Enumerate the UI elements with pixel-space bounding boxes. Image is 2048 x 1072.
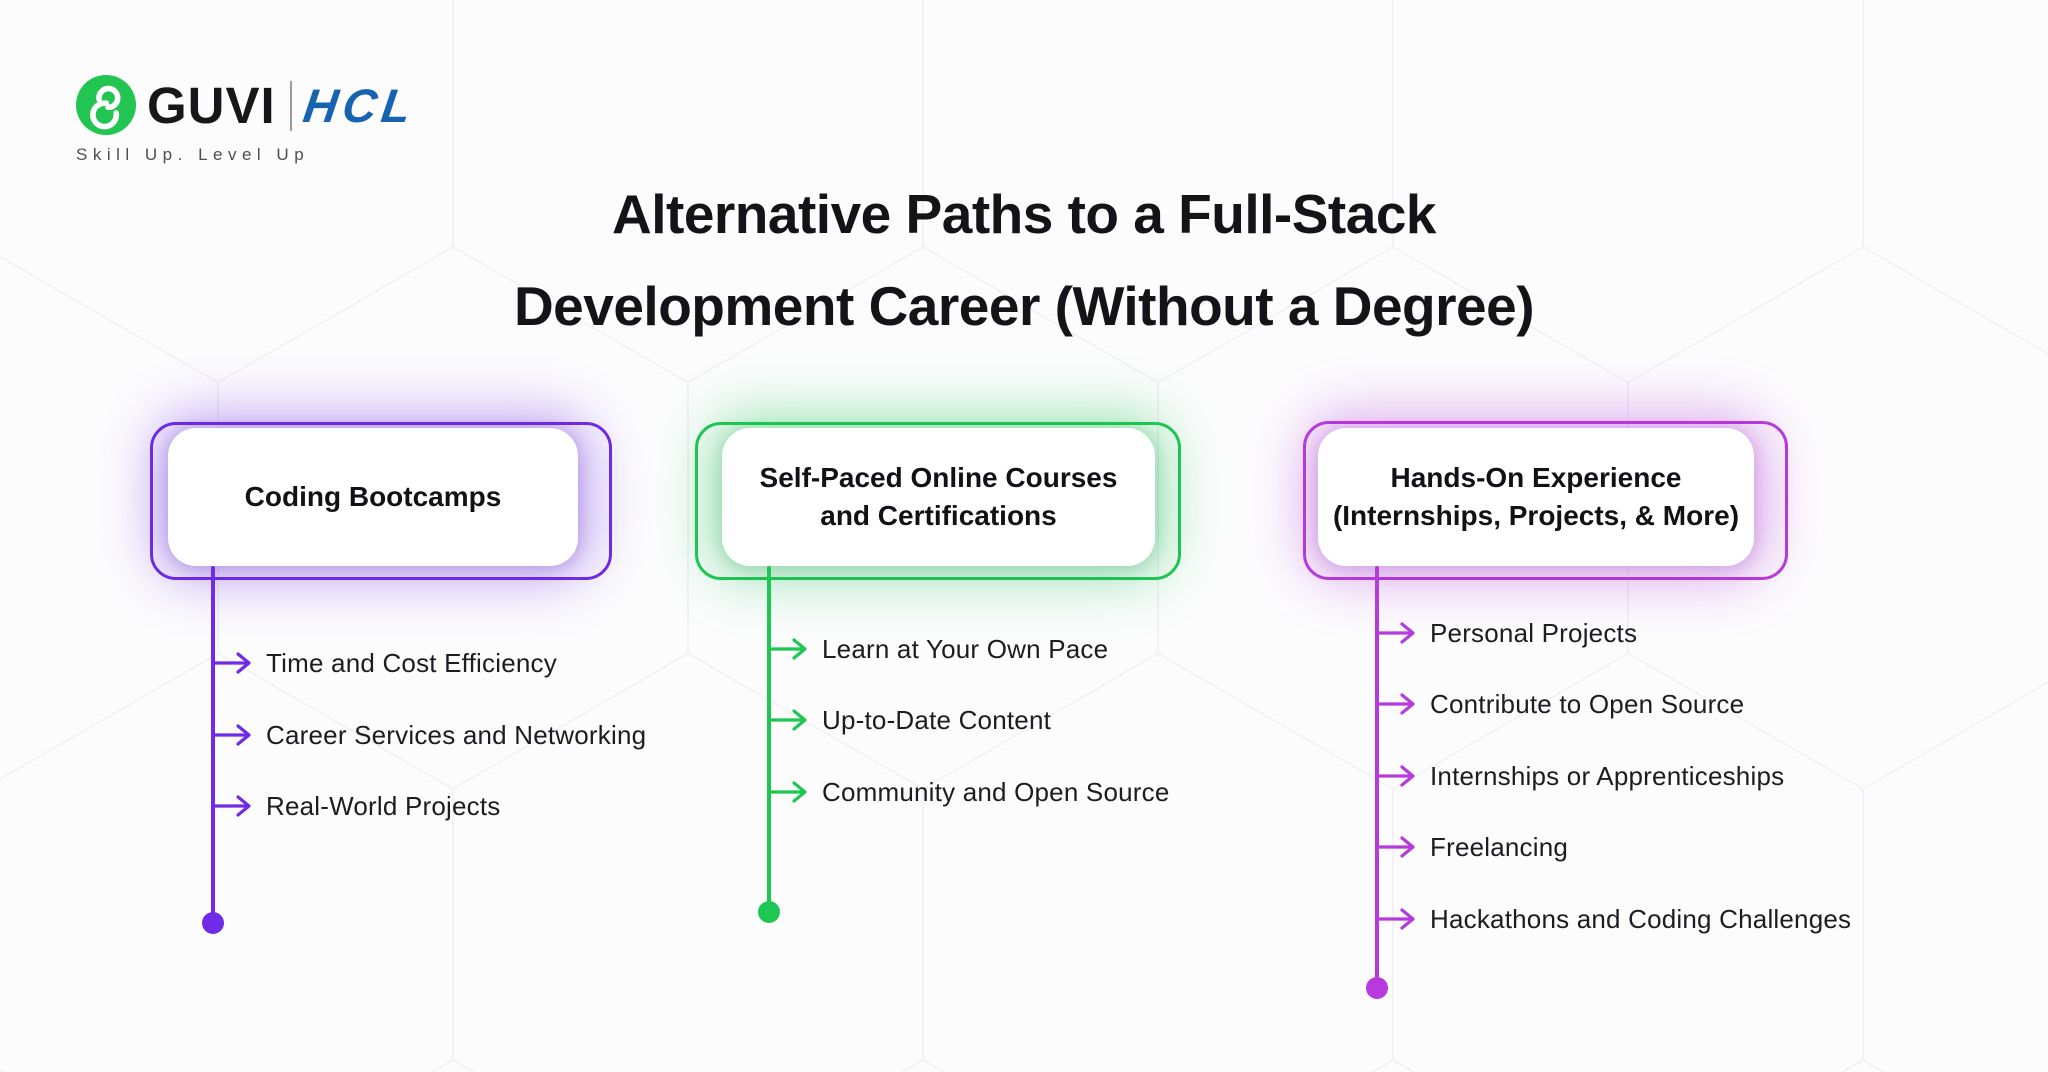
list-item-label: Time and Cost Efficiency [266,647,557,678]
arrow-right-icon [211,652,251,674]
card-title: Self-Paced Online Courses [759,462,1118,493]
category-card-hands-on-experience: Hands-On Experience (Internships, Projec… [1318,428,1754,566]
category-card-coding-bootcamps: Coding Bootcamps [168,428,578,566]
list-item: Community and Open Source [767,772,1170,812]
brand-divider [289,80,292,131]
list-item-label: Freelancing [1430,831,1569,862]
list-item: Career Services and Networking [211,715,646,755]
category-card-self-paced-courses: Self-Paced Online Courses and Certificat… [722,428,1155,566]
timeline-line [767,566,771,915]
arrow-right-icon [211,795,251,817]
list-item: Internships or Apprenticeships [1375,756,1784,796]
list-item-label: Real-World Projects [266,790,501,821]
list-item-label: Hackathons and Coding Challenges [1430,903,1852,934]
hcl-wordmark: HCL [299,79,420,132]
list-item: Real-World Projects [211,786,501,826]
timeline-line [211,566,215,926]
timeline-line [1375,566,1379,991]
arrow-right-icon [767,781,807,803]
timeline-dot-icon [202,912,224,934]
list-item: Time and Cost Efficiency [211,643,557,683]
brand-tagline: Skill Up. Level Up [76,145,310,164]
arrow-right-icon [1375,622,1415,644]
arrow-right-icon [211,724,251,746]
arrow-right-icon [1375,765,1415,787]
column-self-paced-courses: Self-Paced Online Courses and Certificat… [690,420,1410,1060]
list-item: Personal Projects [1375,613,1637,653]
page-title-line-2: Development Career (Without a Degree) [513,275,1535,337]
guvi-logo-icon [76,74,136,135]
card-title: Coding Bootcamps [244,481,502,512]
card-title: and Certifications [820,500,1057,531]
list-item-label: Personal Projects [1430,617,1638,648]
column-coding-bootcamps: Coding Bootcamps Time and Cost Efficienc… [145,420,865,1060]
card-outline [1303,421,1788,580]
list-item-label: Internships or Apprenticeships [1430,760,1785,791]
list-item-label: Career Services and Networking [266,719,647,750]
arrow-right-icon [1375,836,1415,858]
arrow-right-icon [1375,693,1415,715]
arrow-right-icon [767,638,807,660]
guvi-wordmark: GUVI [147,77,276,134]
list-item-label: Community and Open Source [822,776,1170,807]
list-item-label: Learn at Your Own Pace [822,633,1109,664]
page-title: Alternative Paths to a Full-Stack Develo… [0,168,2048,352]
arrow-right-icon [767,709,807,731]
list-item: Hackathons and Coding Challenges [1375,899,1851,939]
timeline-dot-icon [758,901,780,923]
column-hands-on-experience: Hands-On Experience (Internships, Projec… [1298,420,2018,1060]
list-item-label: Contribute to Open Source [1430,688,1745,719]
list-item: Freelancing [1375,827,1568,867]
card-title: Hands-On Experience [1390,462,1682,493]
list-item-label: Up-to-Date Content [822,704,1052,735]
card-outline [695,422,1181,580]
card-title: (Internships, Projects, & More) [1332,500,1740,531]
timeline-dot-icon [1366,977,1388,999]
brand-lockup: GUVI HCL Skill Up. Level Up [76,62,419,164]
page-title-line-1: Alternative Paths to a Full-Stack [612,183,1437,245]
list-item: Learn at Your Own Pace [767,629,1108,669]
list-item: Up-to-Date Content [767,700,1051,740]
card-outline [150,422,612,580]
list-item: Contribute to Open Source [1375,684,1744,724]
arrow-right-icon [1375,908,1415,930]
